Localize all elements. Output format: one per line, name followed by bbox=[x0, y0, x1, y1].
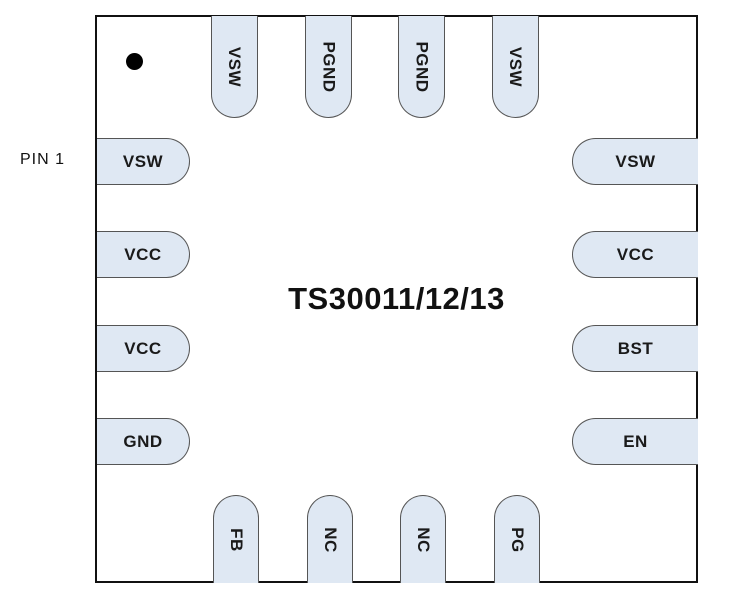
pin-label: VSW bbox=[615, 151, 656, 171]
pin-left-2-vcc: VCC bbox=[97, 231, 190, 278]
pin-top-2-pgnd: PGND bbox=[305, 16, 352, 118]
pin-label: BST bbox=[617, 338, 654, 358]
pin-label: FB bbox=[226, 527, 246, 552]
pin-label: PGND bbox=[412, 40, 432, 93]
pin-label: VSW bbox=[506, 46, 526, 87]
pin-top-1-vsw: VSW bbox=[211, 16, 258, 118]
pin-left-4-gnd: GND bbox=[97, 418, 190, 465]
pin-bottom-1-fb: FB bbox=[213, 495, 259, 583]
pin-bottom-3-nc: NC bbox=[400, 495, 446, 583]
pin-bottom-4-pg: PG bbox=[494, 495, 540, 583]
pin-label: VSW bbox=[122, 151, 164, 171]
pin-label: EN bbox=[623, 431, 648, 451]
pin-label: GND bbox=[123, 431, 163, 451]
pin-label: PGND bbox=[319, 40, 339, 93]
pin-label: NC bbox=[321, 526, 340, 553]
pin-label: VSW bbox=[225, 46, 245, 87]
pin-left-1-vsw: VSW bbox=[97, 138, 190, 185]
pin-left-3-vcc: VCC bbox=[97, 325, 190, 372]
pin-right-1-vsw: VSW bbox=[572, 138, 698, 185]
chip-title: TS30011/12/13 bbox=[288, 281, 505, 316]
pin-top-4-vsw: VSW bbox=[492, 16, 539, 118]
pin-label: VCC bbox=[124, 244, 162, 264]
pin-label: NC bbox=[414, 526, 433, 553]
pin-right-2-vcc: VCC bbox=[572, 231, 698, 278]
pin1-label: PIN 1 bbox=[20, 151, 66, 168]
pin-bottom-2-nc: NC bbox=[307, 495, 353, 583]
pin-label: PG bbox=[508, 526, 527, 553]
pin-right-4-en: EN bbox=[572, 418, 698, 465]
pin1-marker-dot bbox=[126, 53, 143, 70]
pin-right-3-bst: BST bbox=[572, 325, 698, 372]
pin-top-3-pgnd: PGND bbox=[398, 16, 445, 118]
chip-body bbox=[95, 15, 698, 583]
pin-label: VCC bbox=[616, 244, 655, 264]
pin-label: VCC bbox=[124, 338, 162, 358]
